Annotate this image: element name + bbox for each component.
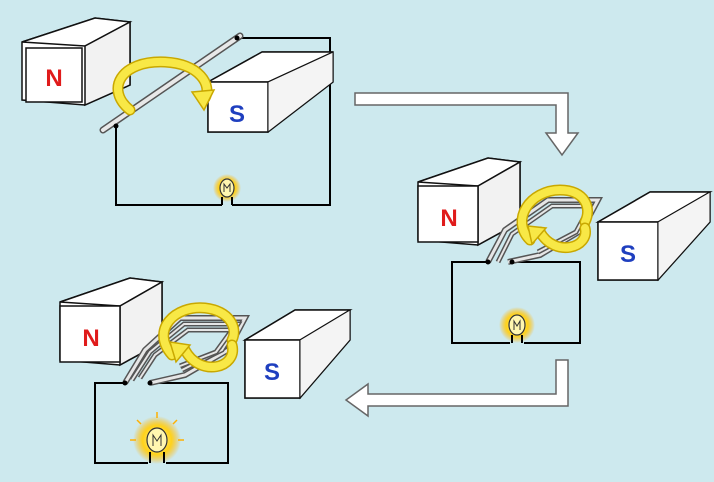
- north-pole-label: N: [45, 65, 62, 92]
- magnet-south: S: [595, 191, 713, 282]
- south-pole-label: S: [264, 359, 280, 386]
- light-bulb-icon: [499, 307, 535, 343]
- north-pole-label: N: [82, 325, 99, 352]
- circuit-wire: [94, 382, 229, 464]
- magnet-south: S: [205, 51, 334, 134]
- light-bulb-icon: [130, 412, 184, 464]
- magnet-north: N: [21, 17, 133, 107]
- panel-small-coil: N S: [417, 157, 713, 344]
- flow-arrow-icon: [354, 92, 580, 157]
- south-pole-label: S: [620, 241, 636, 268]
- rotation-arrow-icon: [516, 184, 594, 254]
- north-pole-label: N: [440, 205, 457, 232]
- flow-arrow-icon: [344, 359, 569, 418]
- south-pole-label: S: [229, 101, 245, 128]
- magnet-south: S: [242, 309, 353, 400]
- light-bulb-icon: [213, 174, 241, 205]
- coil-large: [122, 315, 250, 386]
- coil-small: [485, 197, 603, 265]
- circuit-wire: [115, 37, 331, 206]
- panel-single-rod: N S: [21, 17, 334, 206]
- rotation-arrow-icon: [158, 302, 240, 373]
- magnet-north: N: [59, 277, 165, 367]
- rotation-arrow-icon: [112, 56, 216, 116]
- circuit-wire: [451, 261, 581, 344]
- panel-large-coil: N S: [59, 277, 353, 464]
